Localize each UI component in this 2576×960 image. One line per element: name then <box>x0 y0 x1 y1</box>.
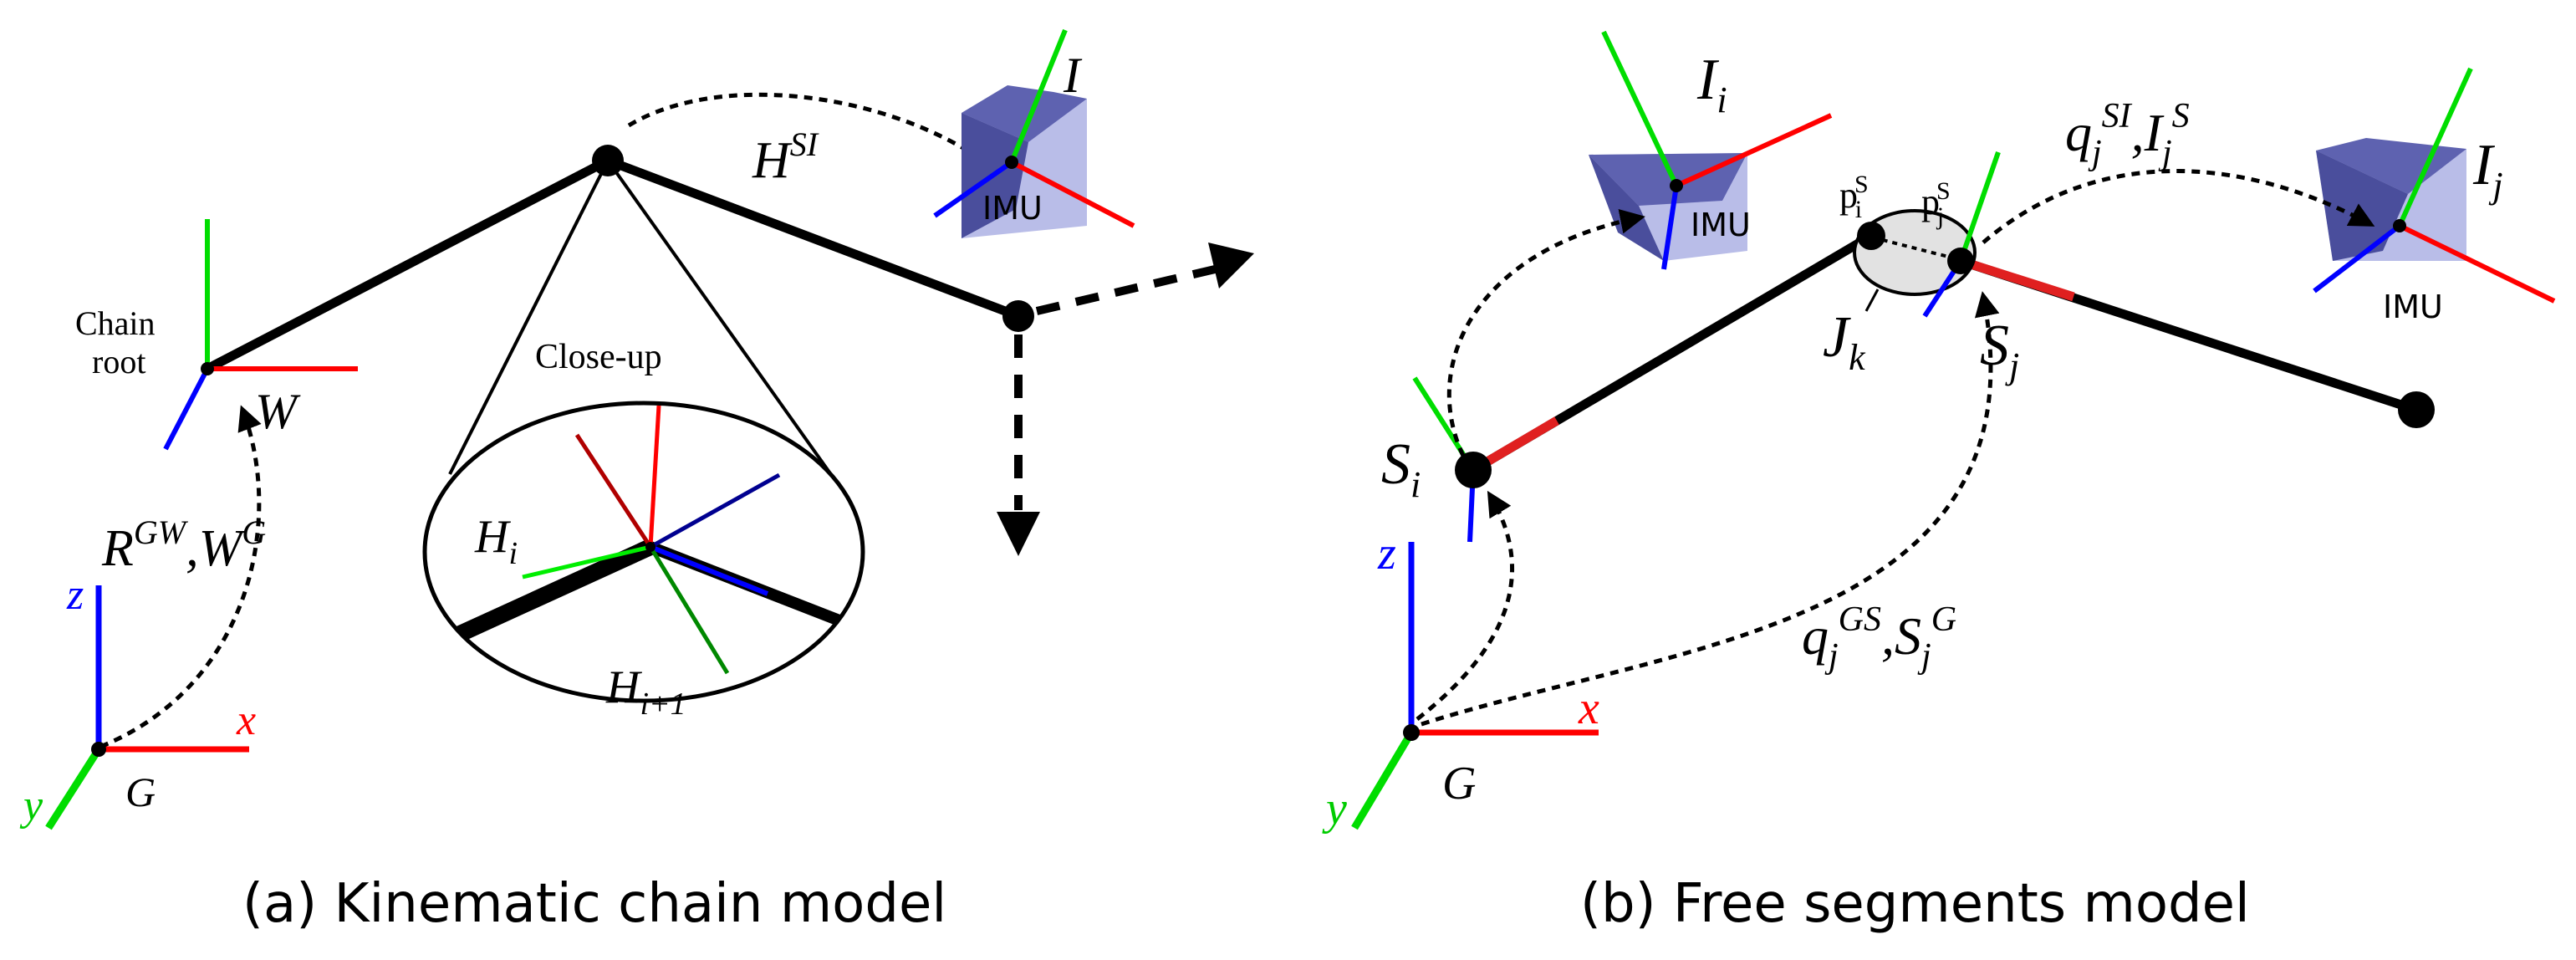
svg-text:IMU: IMU <box>2383 289 2443 325</box>
svg-text:IMU: IMU <box>1691 207 1751 243</box>
closeup-cone-right <box>606 159 846 495</box>
top-joint <box>592 145 624 176</box>
closeup-frame-hi-z-axis <box>649 544 769 596</box>
label-i: I <box>1063 48 1083 103</box>
axis-label-y: y <box>19 782 43 830</box>
dashed-arrow-right <box>1035 262 1231 315</box>
label-ij: Ij <box>2472 133 2503 206</box>
panel-a-kinematic-chain: Close-up Hi Hi+1 Chain root W x z <box>19 28 1254 935</box>
label-qsi-is: qjSI,IjS <box>2065 97 2190 172</box>
closeup-frame-hi1-x-axis <box>574 433 653 549</box>
label-sj: Sj <box>1980 314 2019 386</box>
chain-root-label-2: root <box>92 343 145 380</box>
label-hi-plus-1: Hi+1 <box>605 661 686 722</box>
axis-label-z: z <box>66 571 84 619</box>
closeup-frame-hi-x-axis <box>648 405 661 548</box>
svg-text:IMU: IMU <box>982 190 1043 227</box>
closeup-cone-left <box>448 160 610 475</box>
closeup-frame-hi1-z-axis <box>649 472 781 549</box>
chain-link-1 <box>202 156 613 374</box>
label-w: W <box>255 384 301 439</box>
joint-p-link <box>1872 236 1959 261</box>
imu-sensor-j: IMU <box>2313 67 2556 325</box>
dashed-curve-g-to-sj <box>1421 291 2000 727</box>
point-pi <box>1857 222 1885 250</box>
axis-label-x-b: x <box>1578 682 1599 734</box>
dashed-arrow-right-head <box>1208 243 1254 289</box>
chain-root-label: Chain <box>75 304 156 342</box>
dashed-curve-si-to-ii <box>1446 208 1645 457</box>
label-hsi: HSI <box>752 125 819 189</box>
end-joint <box>1002 300 1034 332</box>
label-ii: Ii <box>1696 48 1727 120</box>
label-rgw-wg: RGW,WG <box>101 513 266 577</box>
closeup-label: Close-up <box>535 338 662 376</box>
global-frame-b <box>1351 542 1599 830</box>
chain-root-frame <box>163 219 358 451</box>
label-qgs-sg: qjGS,SjG <box>1802 600 1956 676</box>
global-frame-a <box>45 585 249 830</box>
segment-2-red-portion <box>1959 256 2075 302</box>
dashed-curve-g-to-w <box>99 405 262 749</box>
panel-b-free-segments: IMU Ii IMU Ij x z y G <box>1322 30 2556 935</box>
label-g-b: G <box>1442 758 1476 809</box>
chain-link-2 <box>603 156 1023 321</box>
imu-sensor-i: IMU <box>1589 30 1833 270</box>
axis-label-y-b: y <box>1322 783 1347 835</box>
segment-frame-si <box>1412 376 1492 543</box>
closeup-view: Close-up Hi Hi+1 <box>422 338 865 722</box>
closeup-frame-hi1-y-axis <box>648 545 730 675</box>
axis-label-x: x <box>236 697 256 744</box>
end-joint-b <box>2398 391 2435 428</box>
caption-a: (a) Kinematic chain model <box>242 873 946 935</box>
label-si: Si <box>1381 432 1421 505</box>
caption-b: (b) Free segments model <box>1580 873 2250 935</box>
axis-label-z-b: z <box>1377 528 1396 580</box>
segment-frame-sj <box>1922 151 2001 318</box>
label-jk: Jk <box>1823 305 1866 378</box>
dashed-curve-sj-to-ij <box>1982 169 2375 244</box>
jk-pointer <box>1864 289 1880 312</box>
label-hi: Hi <box>474 511 518 571</box>
closeup-frame-hi-y-axis <box>522 544 651 580</box>
imu-sensor-a: IMU <box>933 28 1135 238</box>
label-g: G <box>125 769 156 815</box>
dashed-arrow-down-head <box>997 512 1040 556</box>
dashed-curve-g-to-si <box>1416 490 1514 721</box>
